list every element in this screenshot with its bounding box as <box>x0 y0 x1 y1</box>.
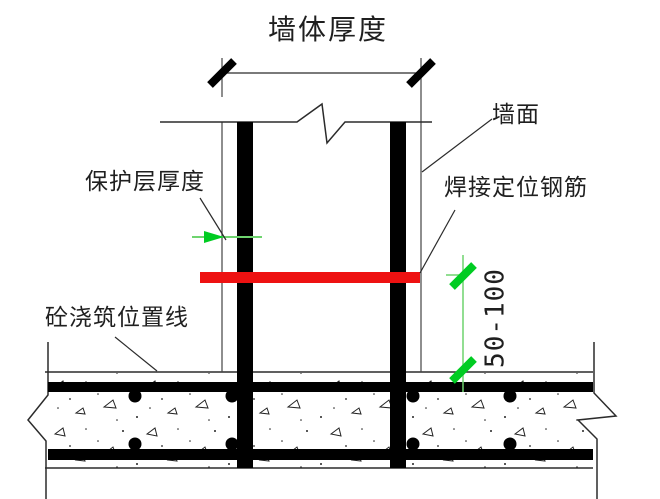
slab-bottom-rebar <box>48 449 593 460</box>
spacing-tick-bottom <box>449 356 477 384</box>
dimension-tick-right <box>406 58 436 88</box>
wall-face-label: 墙面 <box>492 101 540 127</box>
rebar-section-dots <box>128 389 517 451</box>
slab-top-rebar <box>48 382 593 392</box>
pour-line-leader-line <box>114 336 158 372</box>
wall-right-rebar <box>390 122 406 468</box>
pour-line-label: 砼浇筑位置线 <box>45 304 189 330</box>
positioning-rebar-red-bar <box>200 272 420 283</box>
weld-rebar-leader-line <box>419 209 456 274</box>
spacing-dimension-label: 50-100 <box>480 268 511 368</box>
dimension-tick-left <box>207 58 237 88</box>
weld-rebar-label: 焊接定位钢筋 <box>444 174 588 200</box>
wall-thickness-dimension <box>207 58 436 88</box>
cover-marker-arrow-icon <box>204 231 224 243</box>
cover-thickness-marker <box>192 231 262 243</box>
slab-right-break-line <box>576 342 618 499</box>
cover-thickness-label: 保护层厚度 <box>85 168 205 194</box>
wall-thickness-label: 墙体厚度 <box>268 14 389 45</box>
spacing-tick-top <box>449 262 477 290</box>
slab-left-break-line <box>27 342 49 499</box>
cover-thickness-leader-line <box>199 197 227 241</box>
wall-left-rebar <box>237 122 253 468</box>
spacing-dimension <box>446 255 477 392</box>
wall-top-break-line <box>160 102 432 145</box>
wall-face-leader-line <box>421 118 493 173</box>
